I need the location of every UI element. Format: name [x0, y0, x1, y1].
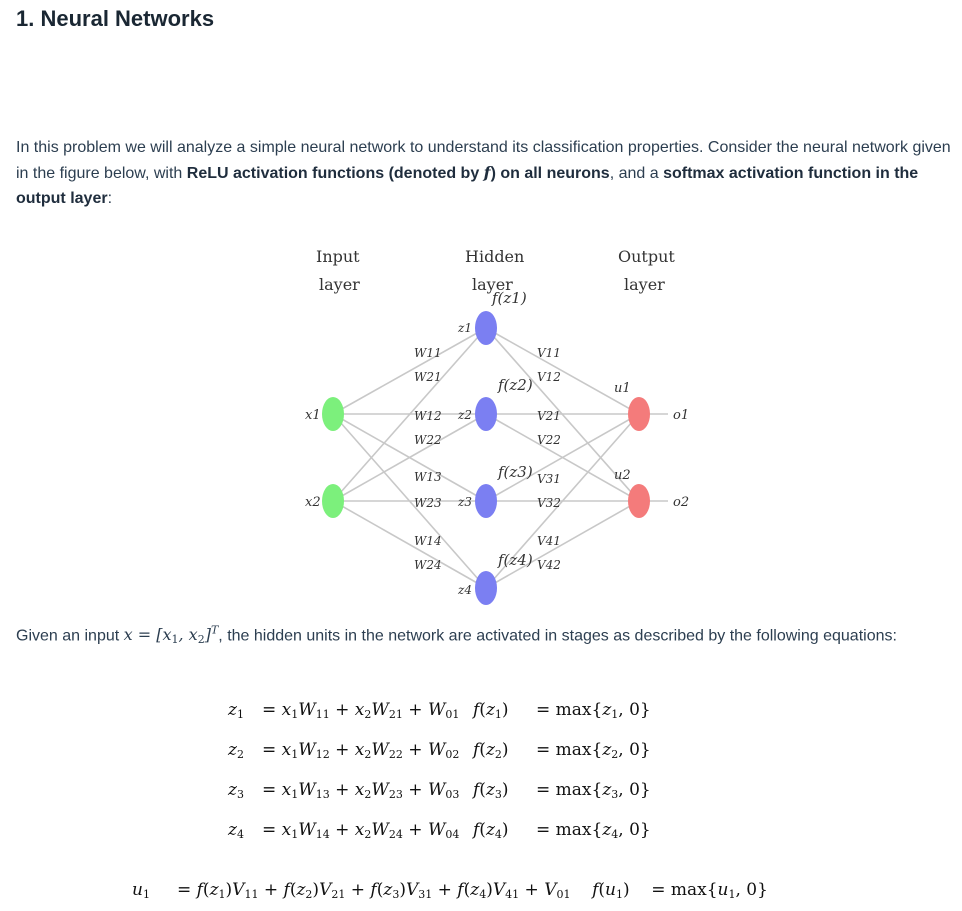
- eq-f-z1: f(z1): [473, 700, 509, 721]
- u1-label: u1: [614, 381, 631, 396]
- output-layer-label: Output: [618, 247, 675, 266]
- eq-rhs-z1: = x1W11 + x2W21 + W01: [262, 700, 460, 721]
- page-title: 1. Neural Networks: [16, 6, 215, 31]
- weight-W24: W24: [414, 558, 442, 572]
- output-node-2: [628, 484, 650, 518]
- f-z1-label: f(z1): [491, 289, 527, 307]
- nodes: [322, 311, 650, 605]
- weight-V32: V32: [537, 496, 561, 510]
- hidden-layer-label-2: layer: [472, 275, 513, 294]
- u-equation: u1 = f(z1)V11 + f(z2)V21 + f(z3)V31 + f(…: [132, 880, 768, 901]
- weight-V42: V42: [537, 558, 561, 572]
- weight-W11: W11: [414, 346, 442, 360]
- softmax-bold: softmax activation function in the outpu…: [16, 165, 919, 207]
- edges: [332, 327, 668, 589]
- hidden-node-4: [475, 571, 497, 605]
- z4-label: z4: [457, 583, 472, 597]
- input-layer-label: Input: [316, 247, 360, 266]
- x1-label: x1: [305, 408, 321, 423]
- edge-h4-out2: [485, 500, 640, 589]
- weight-W13: W13: [414, 470, 442, 484]
- weight-W23: W23: [414, 496, 442, 510]
- output-node-1: [628, 397, 650, 431]
- hidden-node-1: [475, 311, 497, 345]
- weight-V31: V31: [537, 472, 561, 486]
- edge-in1-h1: [332, 327, 487, 415]
- edge-h4-out1: [485, 413, 640, 589]
- edge-in2-h2: [332, 413, 487, 502]
- eq-lhs-z3: z3: [228, 780, 244, 801]
- neural-network-diagram: Input layer Hidden layer Output layer x1 x2 z1 z2…: [305, 247, 689, 605]
- weight-W14: W14: [414, 534, 442, 548]
- eq-lhs-z1: z1: [228, 700, 244, 721]
- eq-rhs-z2: = x1W12 + x2W22 + W02: [262, 740, 460, 761]
- hidden-layer-label: Hidden: [465, 247, 524, 266]
- eq-max-z4: = max{z4, 0}: [536, 820, 651, 841]
- input-node-1: [322, 397, 344, 431]
- weight-V22: V22: [537, 433, 561, 447]
- output-layer-label-2: layer: [624, 275, 665, 294]
- hidden-node-2: [475, 397, 497, 431]
- eq-max-z3: = max{z3, 0}: [536, 780, 651, 801]
- eq-f-z2: f(z2): [473, 740, 509, 761]
- eq-rhs-z3: = x1W13 + x2W23 + W03: [262, 780, 460, 801]
- weight-V11: V11: [537, 346, 561, 360]
- o1-label: o1: [673, 408, 689, 423]
- u2-label: u2: [614, 468, 631, 483]
- input-node-2: [322, 484, 344, 518]
- edge-h3-out1: [485, 413, 640, 502]
- weight-W21: W21: [414, 370, 442, 384]
- weight-W12: W12: [414, 409, 442, 423]
- weight-V41: V41: [537, 534, 561, 548]
- x2-label: x2: [305, 495, 321, 510]
- eq-rhs-z4: = x1W14 + x2W24 + W04: [262, 820, 460, 841]
- eq-max-z2: = max{z2, 0}: [536, 740, 651, 761]
- f-symbol: f: [483, 163, 491, 182]
- labels: Input layer Hidden layer Output layer x1 x2 z1 z2…: [305, 247, 689, 597]
- z3-label: z3: [457, 495, 472, 509]
- input-layer-label-2: layer: [319, 275, 360, 294]
- eq-lhs-z2: z2: [228, 740, 244, 761]
- intro-text: In this problem we will analyze a simple…: [16, 139, 951, 182]
- weight-V21: V21: [537, 409, 561, 423]
- eq-f-z3: f(z3): [473, 780, 509, 801]
- eq-max-z1: = max{z1, 0}: [536, 700, 651, 721]
- weight-V12: V12: [537, 370, 561, 384]
- edge-h1-out1: [485, 327, 640, 415]
- o2-label: o2: [673, 495, 689, 510]
- f-z2-label: f(z2): [497, 376, 533, 394]
- given-paragraph: Given an input x = [x1, x2]T, the hidden…: [16, 624, 897, 647]
- weight-W22: W22: [414, 433, 442, 447]
- edge-in2-h1: [332, 327, 487, 502]
- hidden-node-3: [475, 484, 497, 518]
- input-vector-math: x = [x1, x2]T: [123, 624, 219, 647]
- intro-paragraph: In this problem we will analyze a simple…: [16, 139, 951, 207]
- relu-bold: ReLU activation functions (denoted by f)…: [186, 163, 610, 182]
- edge-in2-h4: [332, 500, 487, 589]
- f-z3-label: f(z3): [497, 463, 533, 481]
- eq-f-z4: f(z4): [473, 820, 509, 841]
- eq-lhs-z4: z4: [228, 820, 244, 841]
- z2-label: z2: [457, 408, 472, 422]
- f-z4-label: f(z4): [497, 551, 533, 569]
- z1-label: z1: [457, 321, 472, 335]
